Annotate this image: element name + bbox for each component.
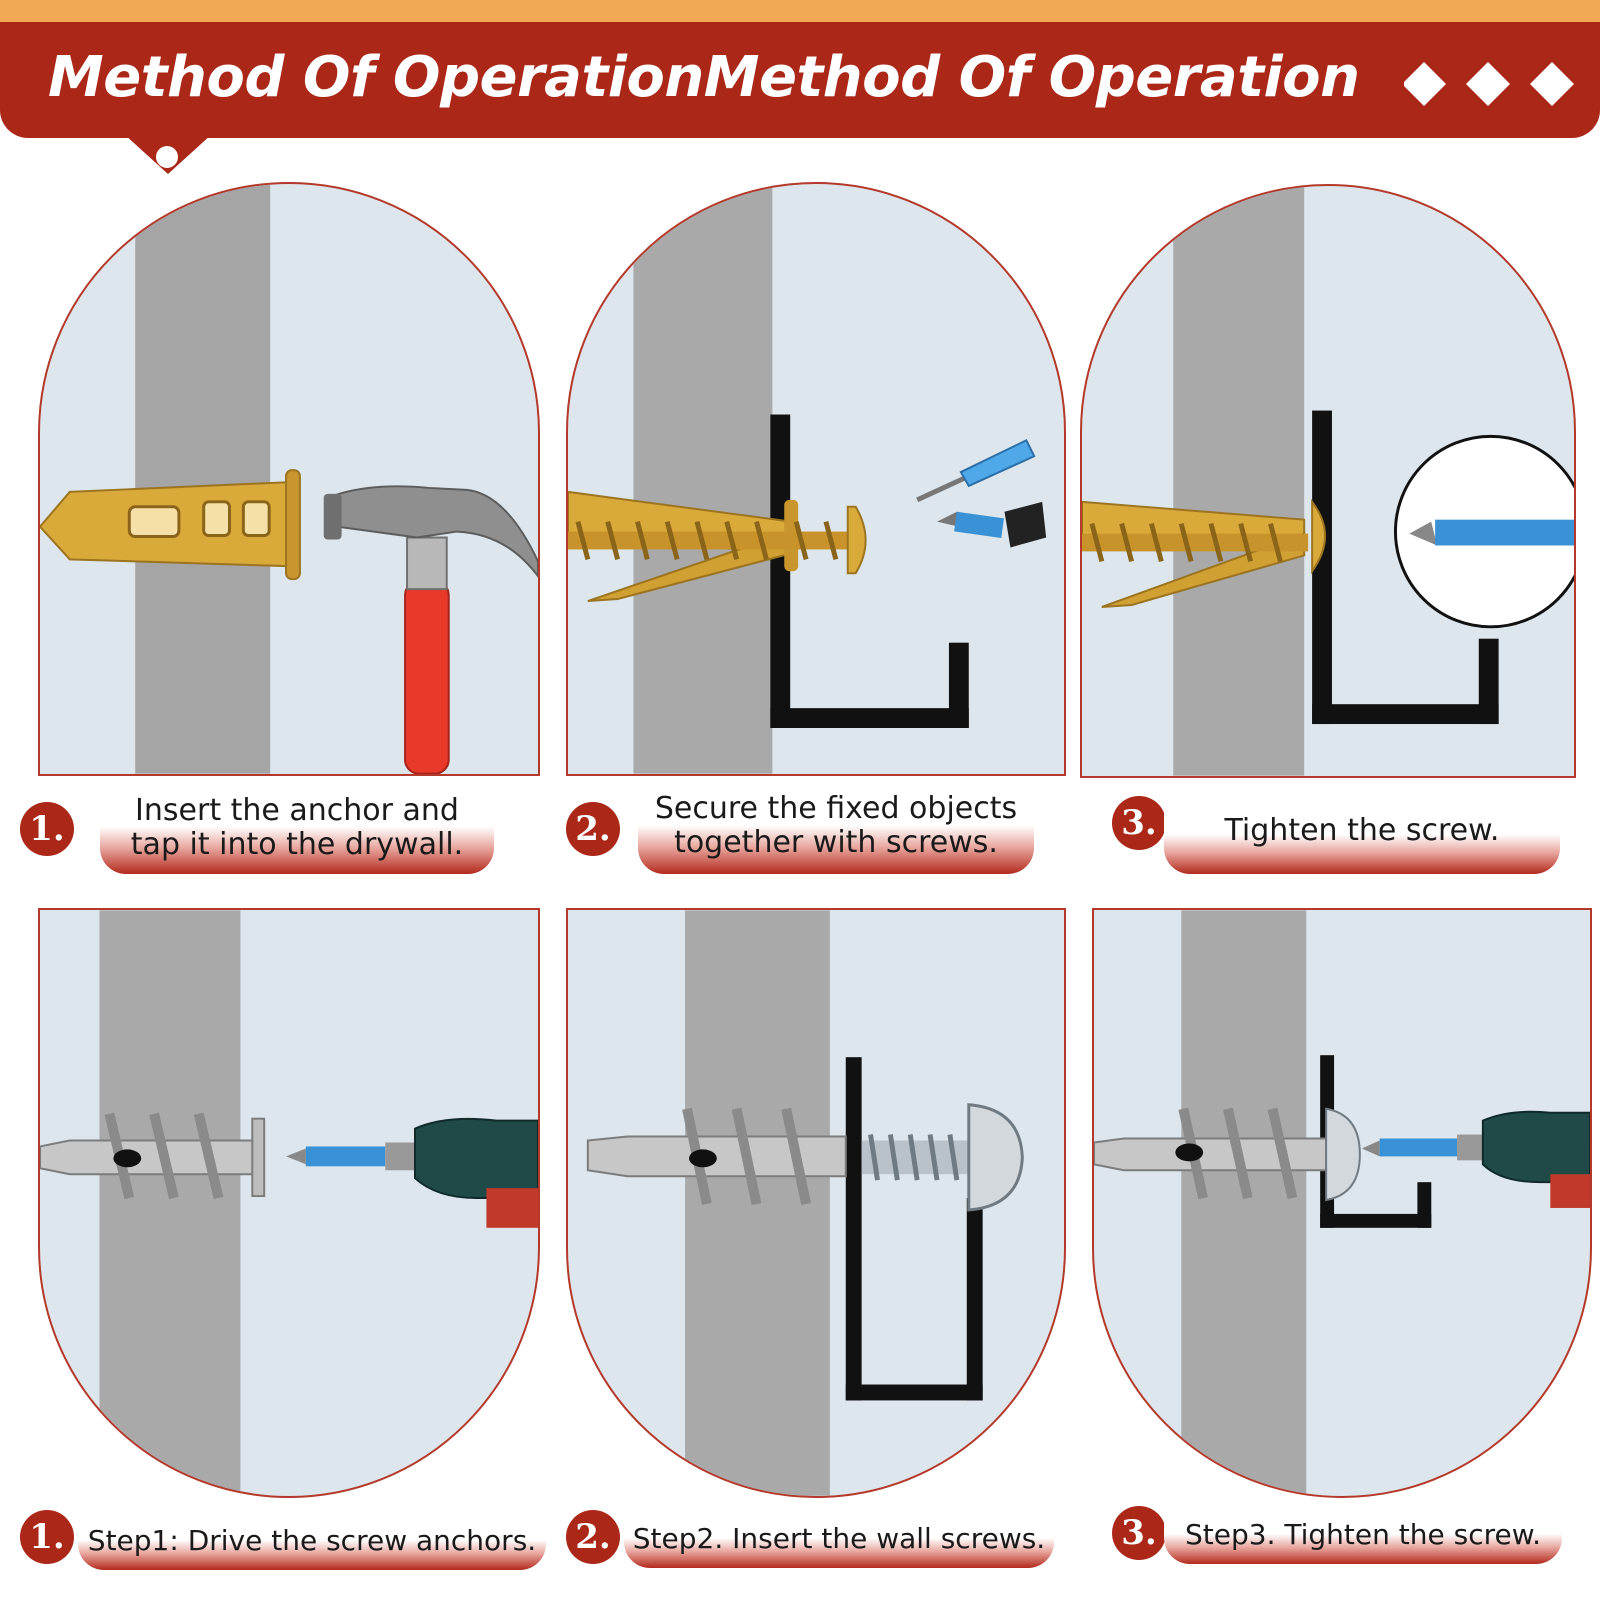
- brass-anchor-icon: [1082, 498, 1326, 608]
- screwdriver-bit-icon: [937, 501, 1047, 548]
- drill-icon: [1361, 1110, 1590, 1208]
- step-caption-3: Tighten the screw.: [1164, 806, 1560, 874]
- step-number-badge-2: 2.: [566, 802, 620, 856]
- diamond-icons: [1404, 62, 1574, 106]
- bracket-icon: [770, 414, 969, 728]
- screwdriver-icon: [916, 438, 1036, 503]
- diamond-icon: [1404, 62, 1446, 106]
- panel-4-drawing: [40, 910, 538, 1496]
- illustration-panel-4: [38, 908, 540, 1498]
- drywall: [1181, 910, 1307, 1496]
- caption-line: Secure the fixed objects: [654, 791, 1018, 826]
- caption-line: Step2. Insert the wall screws.: [632, 1522, 1046, 1555]
- page-title: Method Of OperationMethod Of Operation: [48, 45, 1360, 110]
- zinc-anchor-icon: [1094, 1107, 1361, 1202]
- step-number-badge-6: 3.: [1112, 1506, 1166, 1560]
- step-caption-6: Step3. Tighten the screw.: [1164, 1512, 1562, 1564]
- drywall: [1173, 186, 1305, 776]
- bracket-icon: [845, 1057, 983, 1401]
- pan-head-screw-icon: [861, 1103, 1024, 1212]
- caption-line: Tighten the screw.: [1224, 813, 1500, 848]
- illustration-panel-1: [38, 182, 540, 776]
- top-accent-bar: [0, 0, 1600, 26]
- caption-line: together with screws.: [674, 825, 998, 860]
- diamond-icon: [1530, 62, 1574, 106]
- illustration-panel-2: [566, 182, 1066, 776]
- screwdriver-bit-icon: [1409, 519, 1574, 546]
- panel-6-drawing: [1094, 910, 1590, 1496]
- step-caption-2: Secure the fixed objects together with s…: [638, 790, 1034, 874]
- illustration-panel-6: [1092, 908, 1592, 1498]
- illustration-panel-5: [566, 908, 1066, 1498]
- step-caption-4: Step1: Drive the screw anchors.: [78, 1518, 546, 1570]
- caption-line: Step1: Drive the screw anchors.: [87, 1524, 537, 1557]
- step-number-badge-1: 1.: [20, 802, 74, 856]
- drywall: [633, 184, 773, 774]
- zinc-anchor-icon: [586, 1107, 847, 1206]
- illustration-panel-3: [1080, 184, 1576, 778]
- zinc-anchor-icon: [40, 1112, 266, 1200]
- banner-dot: [156, 146, 178, 168]
- screw-icon: [568, 505, 867, 575]
- header-banner: [0, 22, 1600, 138]
- step-caption-1: Insert the anchor and tap it into the dr…: [100, 792, 494, 874]
- step-number-badge-3: 3.: [1112, 796, 1166, 850]
- diamond-icon: [1466, 62, 1510, 106]
- panel-5-drawing: [586, 910, 1024, 1496]
- caption-line: Insert the anchor and: [135, 793, 459, 828]
- drywall: [135, 184, 271, 774]
- caption-line: tap it into the drywall.: [130, 827, 464, 862]
- caption-line: Step3. Tighten the screw.: [1185, 1518, 1541, 1551]
- step-number-badge-5: 2.: [566, 1510, 620, 1564]
- panel-2-drawing: [568, 184, 1047, 774]
- brass-anchor-icon: [40, 469, 301, 581]
- panel-3-drawing: [1082, 186, 1574, 776]
- bracket-icon: [1312, 410, 1499, 725]
- hammer-icon: [323, 485, 538, 774]
- step-caption-5: Step2. Insert the wall screws.: [624, 1516, 1054, 1568]
- drywall: [99, 910, 241, 1496]
- panel-1-drawing: [40, 184, 538, 774]
- step-number-badge-4: 1.: [20, 1510, 74, 1564]
- drill-icon: [286, 1117, 538, 1228]
